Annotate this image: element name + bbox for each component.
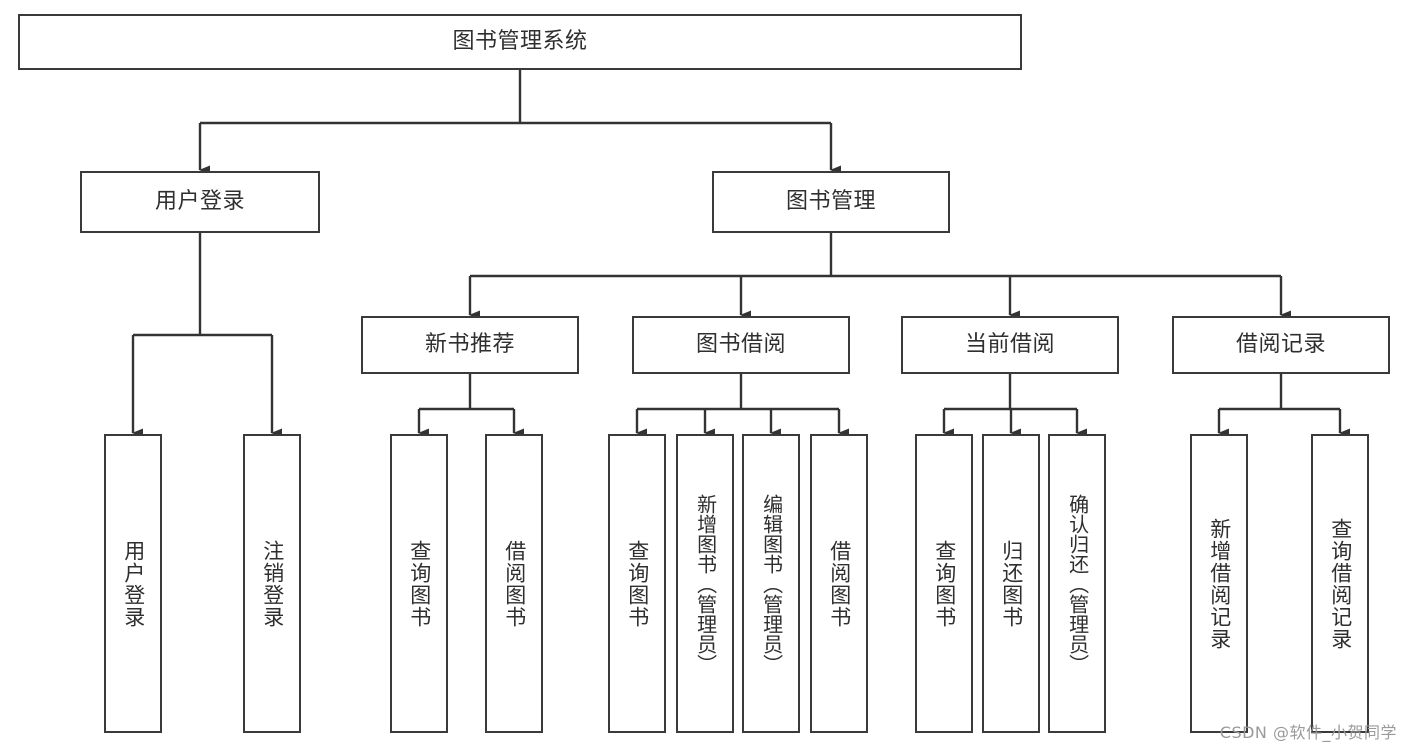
leaf-node-query-record[interactable]: 查询借阅记录	[1311, 434, 1369, 733]
connector-paths	[131, 70, 1350, 438]
node-user-login[interactable]: 用户登录	[80, 171, 320, 233]
leaf-node-confirm-return-label: 确认归还（管理员）	[1065, 493, 1090, 674]
leaf-node-borrow-book-1-label: 借阅图书	[502, 539, 527, 628]
leaf-node-add-record-label: 新增借阅记录	[1207, 517, 1232, 650]
leaf-node-query-book-2-label: 查询图书	[625, 539, 650, 628]
node-borrow-record-label: 借阅记录	[1235, 332, 1326, 358]
node-user-login-label: 用户登录	[154, 189, 245, 215]
leaf-node-return-book[interactable]: 归还图书	[982, 434, 1040, 733]
node-root-label: 图书管理系统	[452, 29, 588, 55]
leaf-node-query-book-2[interactable]: 查询图书	[608, 434, 666, 733]
leaf-node-query-book-1-label: 查询图书	[407, 539, 432, 628]
node-new-book-rec[interactable]: 新书推荐	[361, 316, 579, 374]
leaf-node-return-book-label: 归还图书	[999, 539, 1024, 628]
node-book-manage-label: 图书管理	[785, 189, 876, 215]
csdn-watermark: CSDN @软件_小贺同学	[1219, 723, 1397, 742]
leaf-node-add-book-label: 新增图书（管理员）	[693, 493, 718, 674]
leaf-node-user-login[interactable]: 用户登录	[104, 434, 162, 733]
node-book-borrow[interactable]: 图书借阅	[632, 316, 850, 374]
leaf-node-borrow-book-2[interactable]: 借阅图书	[810, 434, 868, 733]
node-borrow-record[interactable]: 借阅记录	[1172, 316, 1390, 374]
node-current-borrow-label: 当前借阅	[964, 332, 1055, 358]
leaf-node-logout[interactable]: 注销登录	[243, 434, 301, 733]
leaf-node-add-book[interactable]: 新增图书（管理员）	[676, 434, 734, 733]
node-book-manage[interactable]: 图书管理	[712, 171, 950, 233]
leaf-node-borrow-book-2-label: 借阅图书	[827, 539, 852, 628]
node-book-borrow-label: 图书借阅	[695, 332, 786, 358]
leaf-node-edit-book[interactable]: 编辑图书（管理员）	[742, 434, 800, 733]
leaf-node-add-record[interactable]: 新增借阅记录	[1190, 434, 1248, 733]
leaf-node-query-book-3[interactable]: 查询图书	[915, 434, 973, 733]
leaf-node-user-login-label: 用户登录	[121, 539, 146, 628]
leaf-node-edit-book-label: 编辑图书（管理员）	[759, 493, 784, 674]
node-new-book-rec-label: 新书推荐	[424, 332, 515, 358]
leaf-node-confirm-return[interactable]: 确认归还（管理员）	[1048, 434, 1106, 733]
node-root[interactable]: 图书管理系统	[18, 14, 1022, 70]
leaf-node-logout-label: 注销登录	[260, 539, 285, 628]
leaf-node-query-record-label: 查询借阅记录	[1328, 517, 1353, 650]
leaf-node-borrow-book-1[interactable]: 借阅图书	[485, 434, 543, 733]
leaf-node-query-book-1[interactable]: 查询图书	[390, 434, 448, 733]
leaf-node-query-book-3-label: 查询图书	[932, 539, 957, 628]
node-current-borrow[interactable]: 当前借阅	[901, 316, 1119, 374]
